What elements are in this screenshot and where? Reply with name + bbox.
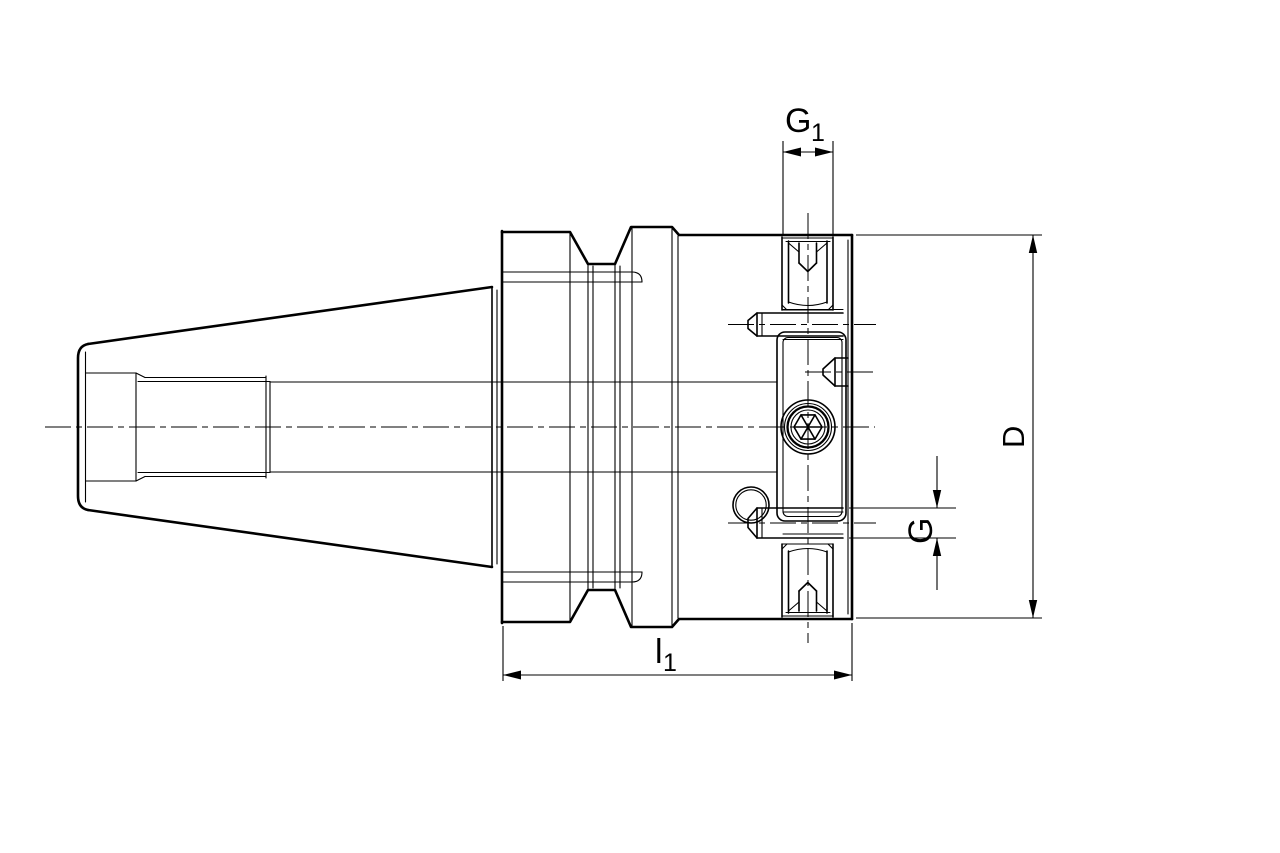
dimension-label-d: D [996, 426, 1031, 448]
cone-point [822, 357, 836, 387]
retention-ball [732, 486, 770, 524]
cone-point [747, 507, 758, 539]
taper-top-edge [86, 285, 494, 346]
dimension-label-g1-subscript: 1 [811, 119, 825, 147]
lower-side-screw [747, 507, 844, 539]
dimension-l1: l 1 [502, 623, 853, 681]
dimension-label-g1: G [785, 102, 811, 140]
arrowhead-up [1028, 235, 1038, 253]
arrowhead-down [932, 490, 942, 508]
dimension-label-l1: l [655, 633, 663, 671]
taper-bottom-edge [86, 508, 494, 569]
hex-socket-spokes [793, 414, 823, 440]
arrowhead-up [932, 538, 942, 556]
arrowhead-left [783, 147, 801, 157]
flange-edge-lines [569, 227, 679, 627]
dimension-g1: G 1 [782, 102, 834, 236]
upper-side-screw [747, 308, 844, 341]
taper-shank [76, 285, 778, 569]
top-clamping-screw [781, 236, 834, 311]
cone-point [747, 312, 758, 337]
dimension-label-g: G [902, 518, 940, 544]
right-side-screw [822, 357, 849, 387]
socket-cone-point [798, 581, 818, 592]
centerlines [45, 213, 876, 643]
arrowhead-down [1028, 600, 1038, 618]
clamp-cartridge [776, 331, 847, 522]
cylindrical-body [847, 233, 854, 621]
flange-bottom-profile [500, 588, 854, 629]
dimension-label-l1-subscript: 1 [663, 649, 677, 677]
socket-cone-point [798, 262, 818, 273]
arrowhead-right [834, 670, 852, 680]
bottom-clamping-screw [781, 543, 834, 618]
central-hex-screw [780, 399, 836, 455]
gripper-flange [500, 225, 854, 629]
pull-stud-thread-bore [85, 372, 778, 482]
arrowhead-right [815, 147, 833, 157]
dimension-g: G [849, 456, 956, 590]
flange-top-profile [500, 225, 854, 266]
arrowhead-left [503, 670, 521, 680]
dimension-d: D [856, 234, 1042, 619]
flange-groove-slot-lines [501, 271, 643, 583]
shank-end-face [76, 342, 90, 512]
